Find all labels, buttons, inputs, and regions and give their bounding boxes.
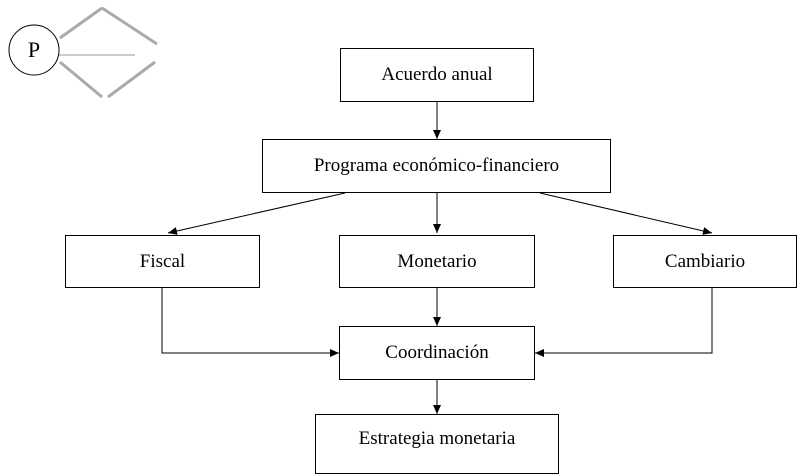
node-programa-economico-financiero: Programa económico-financiero [262,139,611,193]
node-fiscal: Fiscal [65,235,260,288]
arrow-programa-to-cambiario [539,192,713,235]
node-acuerdo-anual: Acuerdo anual [340,48,534,102]
node-monetario: Monetario [339,235,535,288]
arrow-fiscal-to-coordinacion [161,288,339,357]
logo-line-bottom-right [107,60,156,99]
logo-letter: P [27,37,41,62]
logo-circle [8,24,60,76]
logo [8,6,158,99]
logo-line-top-right [101,6,158,46]
node-cambiario: Cambiario [613,235,797,288]
node-coordinacion: Coordinación [339,326,535,380]
logo-line-top [59,6,103,40]
node-estrategia-monetaria: Estrategia monetaria [315,414,559,474]
arrow-cambiario-to-coordinacion [535,288,713,357]
arrow-programa-to-fiscal [167,192,346,235]
logo-line-bottom [59,60,103,99]
